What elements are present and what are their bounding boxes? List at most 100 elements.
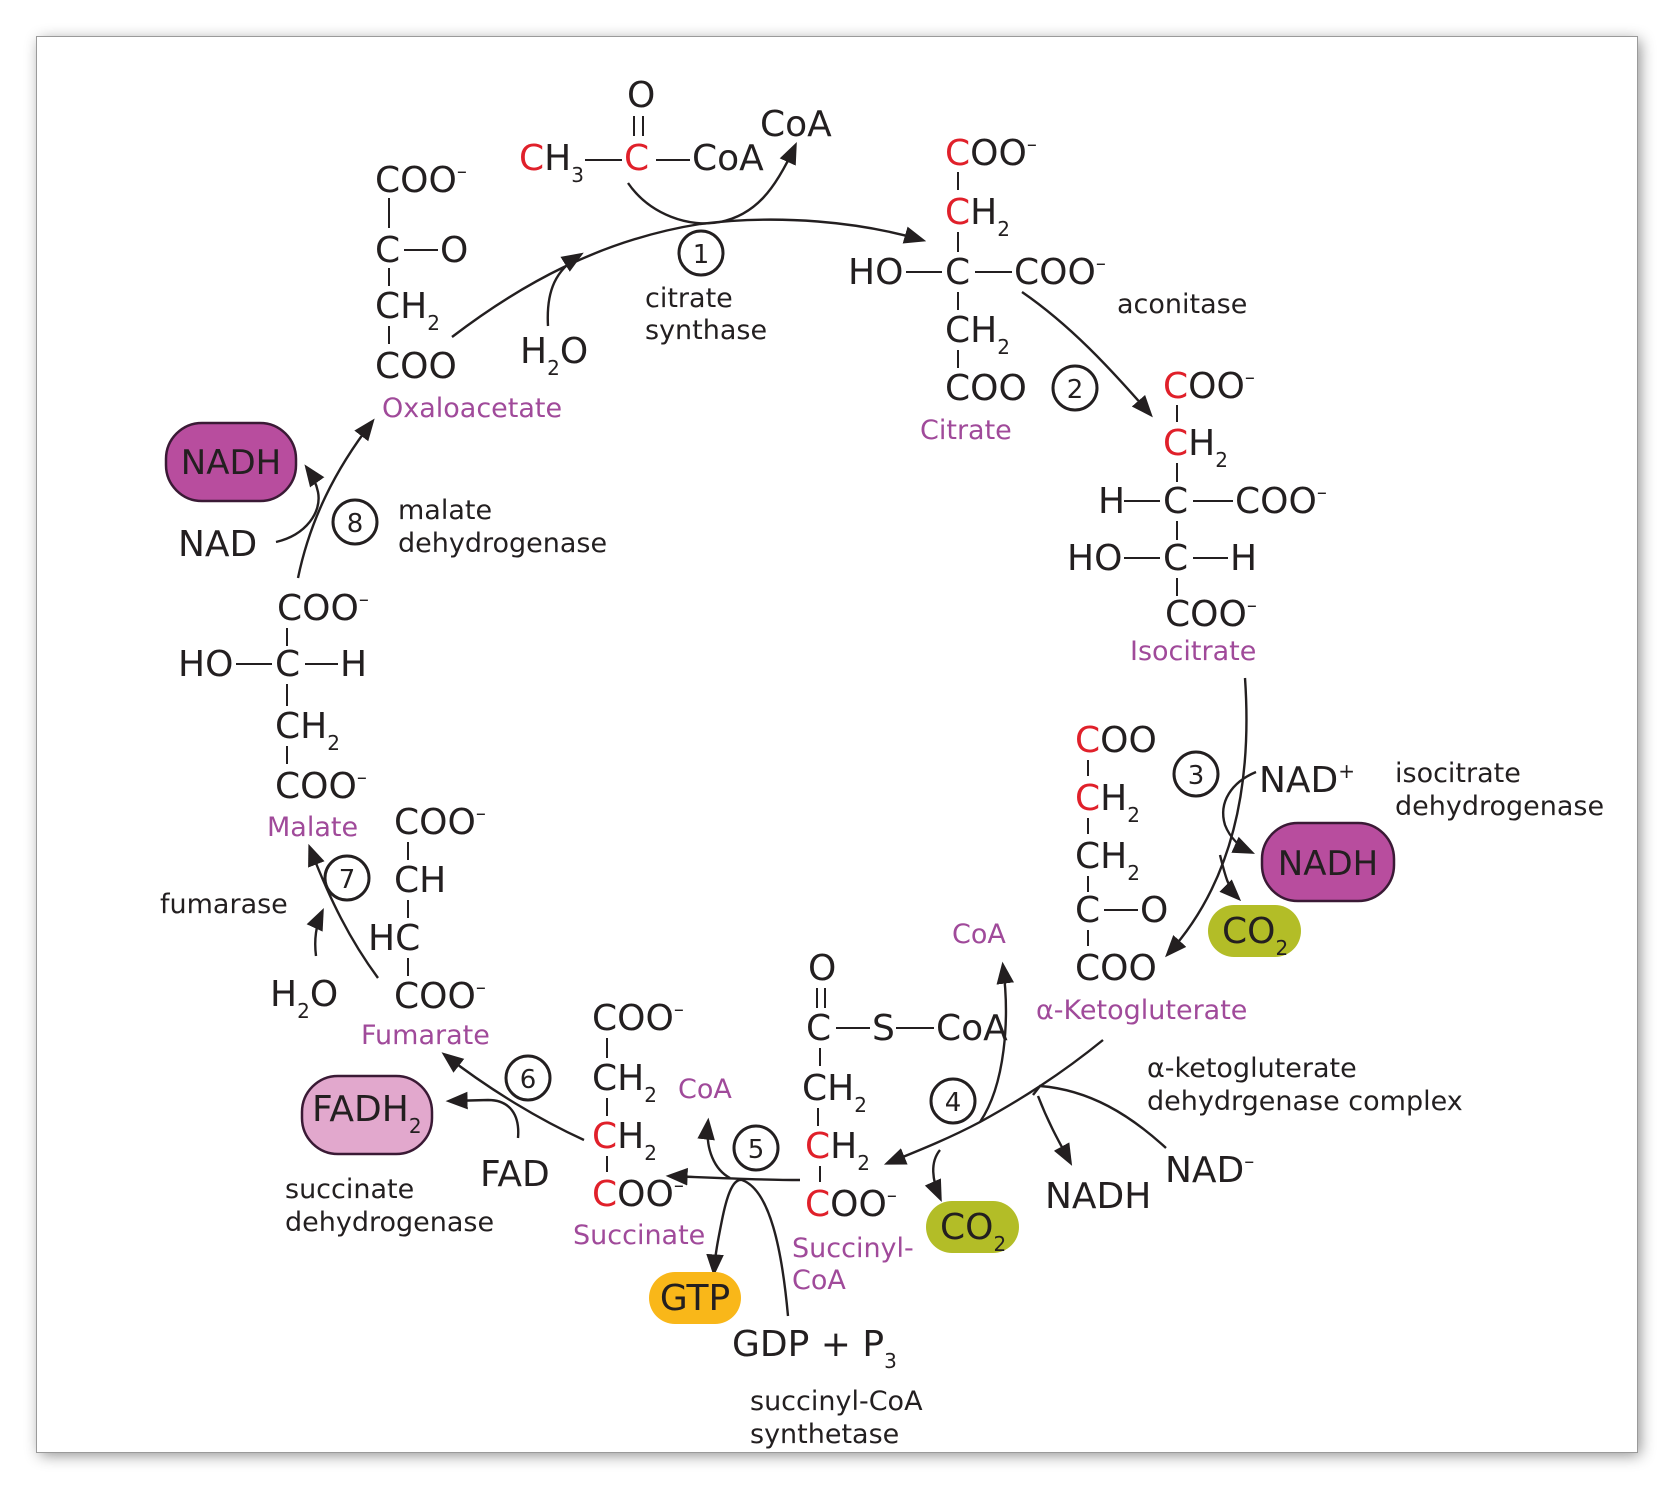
carbon-highlight: C [592, 1174, 617, 1215]
charge: – [476, 975, 486, 999]
charge: – [1247, 593, 1257, 617]
acetyl-coa: O CH3 C CoA [519, 75, 764, 187]
co: CO [1222, 911, 1275, 952]
svg-text:COO–: COO– [394, 801, 486, 843]
arrow-step7-main [308, 843, 379, 979]
acetyl-methyl-carbon: C [519, 138, 544, 179]
subscript: 2 [1127, 803, 1140, 827]
step-2: 2 aconitase [1051, 289, 1247, 412]
molecule-name-succinate: Succinate [573, 1220, 705, 1251]
coo-group: COO [394, 802, 476, 843]
hydroxyl: HO [1067, 538, 1122, 579]
charge: – [887, 1183, 897, 1207]
svg-text:CH2: CH2 [945, 192, 1010, 241]
pill-label: NADH [1278, 844, 1378, 884]
ch-group: CH [945, 310, 997, 351]
step-number: 7 [339, 865, 356, 895]
co2-pill-step3: CO2 [1208, 905, 1301, 960]
arrow-gdp-to-gtp-step5 [706, 1178, 790, 1317]
svg-text:COO–: COO– [1235, 480, 1327, 522]
arrow-step3-main [1165, 677, 1248, 958]
step-number: 4 [945, 1088, 962, 1118]
subscript: 2 [993, 1232, 1006, 1256]
molecule-name-fumarate: Fumarate [361, 1020, 490, 1051]
sulfur: S [872, 1008, 895, 1049]
oo: OO [617, 1174, 674, 1215]
svg-text:COO–: COO– [1014, 251, 1106, 293]
enzyme-name-line1: fumarase [160, 889, 288, 920]
oo: OO [1188, 366, 1245, 407]
citrate: COO– CH2 HO C COO– CH2 COO Citrate [848, 132, 1106, 446]
enzyme-name-line2: dehydrogenase [285, 1207, 494, 1238]
coa-label-step5: CoA [678, 1074, 732, 1105]
pill-background [926, 1201, 1019, 1253]
svg-text:CH2: CH2 [375, 286, 440, 335]
charge: – [674, 997, 684, 1021]
nadh-pill-step8: NADH [164, 421, 298, 503]
svg-text:COO–: COO– [805, 1183, 897, 1225]
step-3: 3 isocitrate dehydrogenase [1172, 750, 1604, 822]
step-number-circle [677, 229, 725, 277]
step-4: 4 α-ketogluterate dehydrgenase complex [929, 1053, 1463, 1125]
svg-text:FADH2: FADH2 [312, 1089, 422, 1138]
arrow-step4-main [883, 1039, 1104, 1165]
arrow-nad-to-nadh-step3 [1222, 770, 1257, 854]
carbon: C [1075, 890, 1100, 931]
step-5: 5 succinyl-CoA synthetase [732, 1124, 923, 1450]
molecule-name-citrate: Citrate [920, 415, 1012, 446]
svg-text:COO–: COO– [275, 765, 367, 807]
nad: NAD [1165, 1150, 1244, 1191]
ch-group: CH [394, 860, 446, 901]
carbon: C [275, 644, 300, 685]
ch-group: CH [802, 1068, 854, 1109]
charge: – [1027, 132, 1037, 156]
gdp-pi-step5: GDP + P3 [732, 1324, 897, 1373]
carbon: C [375, 230, 400, 271]
h: H [520, 331, 547, 372]
svg-text:COO–: COO– [394, 975, 486, 1017]
enzyme-name-line2: dehydrogenase [1395, 791, 1604, 822]
nad-plus-step3: NAD+ [1259, 759, 1355, 801]
hydroxyl: HO [848, 252, 903, 293]
oo: OO [1100, 720, 1157, 761]
acetyl-coa-group: CoA [692, 138, 764, 179]
coo-group: COO [275, 766, 357, 807]
charge: – [359, 587, 369, 611]
o: O [310, 974, 338, 1015]
arrow-coa-out-step1 [627, 141, 797, 225]
carbon: C [945, 252, 970, 293]
step-number-circle [929, 1077, 977, 1125]
ch-group: CH [592, 1058, 644, 1099]
charge: – [457, 159, 467, 183]
svg-text:CH2: CH2 [592, 1058, 657, 1107]
subscript: 2 [644, 1141, 657, 1165]
subscript: 2 [854, 1093, 867, 1117]
svg-text:CH3: CH3 [519, 138, 584, 187]
diagram-panel [37, 37, 1637, 1452]
step-8: 8 malate dehydrogenase [331, 495, 607, 559]
coo-group: COO [277, 588, 359, 629]
step-number-circle [504, 1054, 552, 1102]
pill-background [1208, 905, 1301, 957]
coo-group: COO [1075, 948, 1157, 989]
charge: – [1244, 1149, 1254, 1173]
isocitrate: COO– CH2 H C COO– HO C H COO– Isocitrate [1067, 365, 1327, 667]
arrow-coa-out-step5 [697, 1117, 731, 1180]
subscript: 2 [857, 1151, 870, 1175]
carbon: C [806, 1008, 831, 1049]
ch-group: CH [1075, 836, 1127, 877]
alpha-ketoglutarate: COO CH2 CH2 C O COO α-Ketogluterate [1036, 720, 1247, 1026]
subscript: 2 [1275, 936, 1288, 960]
svg-text:COO–: COO– [277, 587, 369, 629]
nad-step4: NAD– [1165, 1149, 1254, 1191]
arrow-step2 [1021, 291, 1153, 418]
subscript: 2 [427, 311, 440, 335]
coo-group: COO [1165, 594, 1247, 635]
subscript: 2 [547, 356, 560, 380]
carbon: C [1163, 538, 1188, 579]
fadh: FADH [312, 1089, 409, 1130]
coa-group: CoA [936, 1008, 1008, 1049]
svg-text:COO–: COO– [592, 1173, 684, 1215]
step-number: 5 [748, 1135, 765, 1165]
